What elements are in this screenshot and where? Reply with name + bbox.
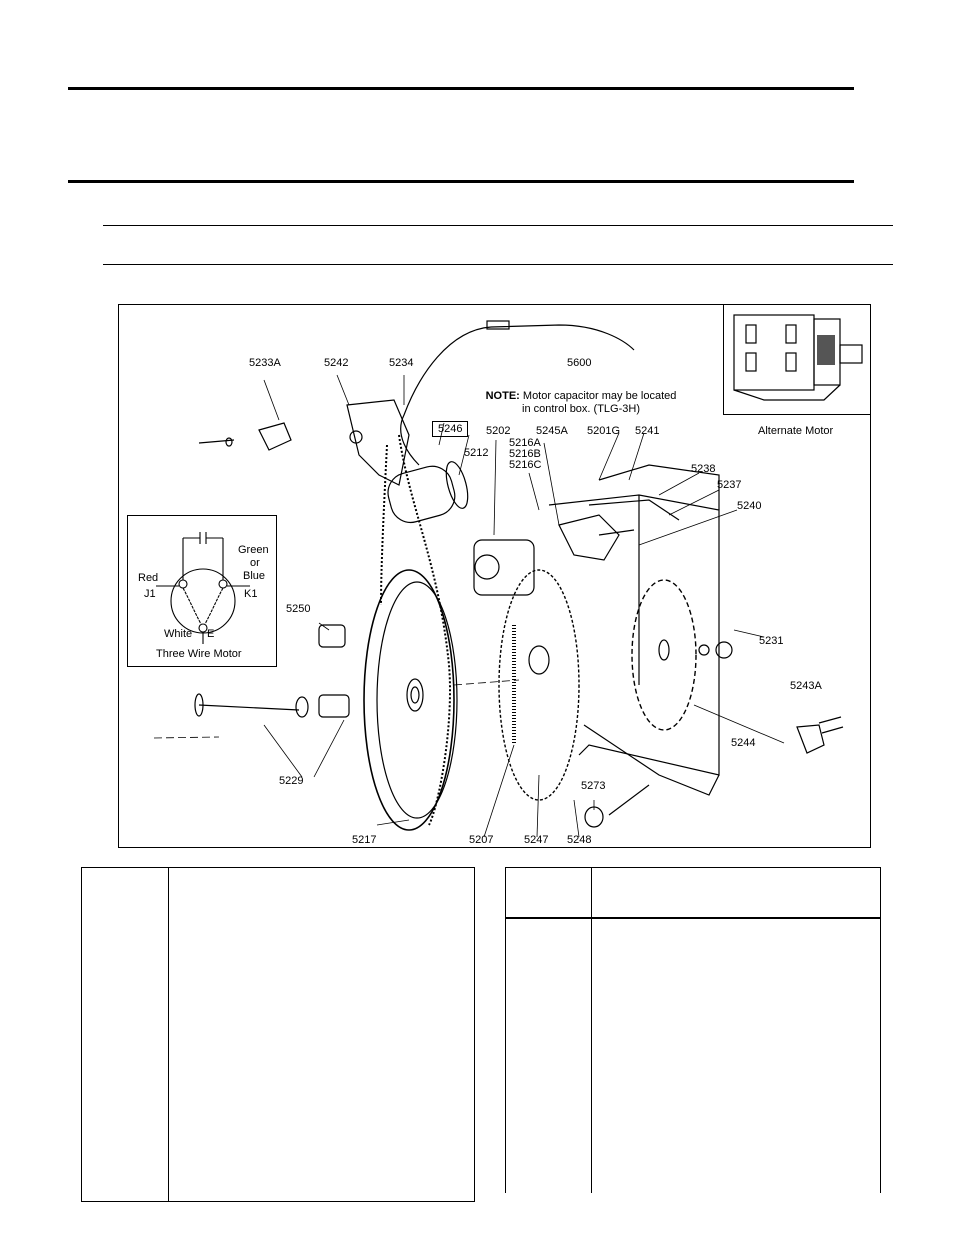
wire-label-blue: Blue — [243, 570, 266, 582]
parts-table-right-right-border — [880, 867, 881, 1193]
label-5216c: 5216C — [509, 459, 542, 471]
label-5238: 5238 — [691, 463, 716, 475]
large-pulley-5217 — [363, 569, 455, 831]
exploded-parts-diagram: NOTE: Motor capacitor may be located in … — [118, 304, 871, 848]
sprocket-5244 — [631, 579, 697, 731]
label-5217: 5217 — [352, 834, 377, 846]
label-5600: 5600 — [567, 357, 592, 369]
parts-table-right-column-divider — [591, 867, 592, 1193]
alternate-motor-label: Alternate Motor — [758, 425, 834, 437]
label-5240: 5240 — [737, 500, 762, 512]
wire-label-red: Red — [138, 572, 159, 584]
diagram-drawing — [153, 320, 844, 838]
parts-table-right-top-border — [505, 867, 881, 868]
label-5216a: 5216A — [509, 437, 541, 449]
label-5243a: 5243A — [790, 680, 822, 692]
parts-table-left-column-divider — [168, 868, 169, 1201]
nut-5231 — [715, 641, 733, 659]
capacitor-note: NOTE: Motor capacitor may be located in … — [471, 390, 691, 416]
label-5246: 5246 — [432, 421, 469, 437]
second-thick-rule — [68, 180, 854, 183]
label-5245a: 5245A — [536, 425, 568, 437]
label-5229: 5229 — [279, 775, 304, 787]
label-5233a: 5233A — [249, 357, 281, 369]
bracket-5242 — [346, 399, 410, 486]
note-line-2: in control box. (TLG-3H) — [522, 403, 640, 415]
bushing-5250 — [318, 624, 346, 648]
motor-5246 — [387, 465, 456, 524]
switch-5243a — [796, 724, 825, 754]
note-line-1: Motor capacitor may be located — [519, 390, 677, 402]
wire-label-e: E — [207, 628, 215, 640]
label-5212: 5212 — [464, 447, 489, 459]
shaft-5229 — [198, 704, 300, 711]
parts-table-right-header-border — [505, 917, 881, 919]
alternate-motor-inset: Alternate Motor — [723, 305, 870, 437]
label-5242: 5242 — [324, 357, 349, 369]
wire-label-or: or — [250, 557, 260, 569]
label-5247: 5247 — [524, 834, 549, 846]
wire-label-k1: K1 — [244, 588, 258, 600]
three-wire-motor-title: Three Wire Motor — [156, 648, 242, 660]
chain-5212 — [398, 434, 451, 826]
parts-table-right — [505, 867, 881, 1193]
label-5244: 5244 — [731, 737, 756, 749]
label-5202: 5202 — [486, 425, 511, 437]
label-5248: 5248 — [567, 834, 592, 846]
top-thick-rule — [68, 87, 854, 90]
label-5273: 5273 — [581, 780, 606, 792]
label-5231: 5231 — [759, 635, 784, 647]
label-5216b: 5216B — [509, 448, 541, 460]
wiring-diagram — [156, 532, 250, 644]
label-5207: 5207 — [469, 834, 494, 846]
note-prefix: NOTE: — [485, 390, 520, 402]
mounting-plate — [548, 494, 720, 776]
screw-5233a — [198, 439, 235, 444]
alternate-motor-drawing — [733, 314, 863, 401]
label-5237: 5237 — [717, 479, 742, 491]
three-wire-motor-inset: Green or Blue Red J1 K1 White E Three Wi… — [127, 515, 277, 667]
label-5201g: 5201G — [587, 425, 621, 437]
thin-rule-upper — [103, 225, 893, 226]
thin-rule-lower — [103, 264, 893, 265]
parts-table-right-left-border — [505, 867, 506, 1193]
gear-motor-5202 — [473, 539, 535, 596]
cable-5600 — [400, 326, 492, 466]
sprocket-5247 — [498, 569, 580, 801]
wire-label-j1: J1 — [144, 588, 156, 600]
label-5241: 5241 — [635, 425, 660, 437]
label-5234: 5234 — [389, 357, 414, 369]
wire-label-green: Green — [238, 544, 269, 556]
wire-label-white: White — [164, 628, 193, 640]
cam-switch — [558, 514, 620, 561]
parts-table-left — [81, 867, 475, 1202]
label-5250: 5250 — [286, 603, 311, 615]
